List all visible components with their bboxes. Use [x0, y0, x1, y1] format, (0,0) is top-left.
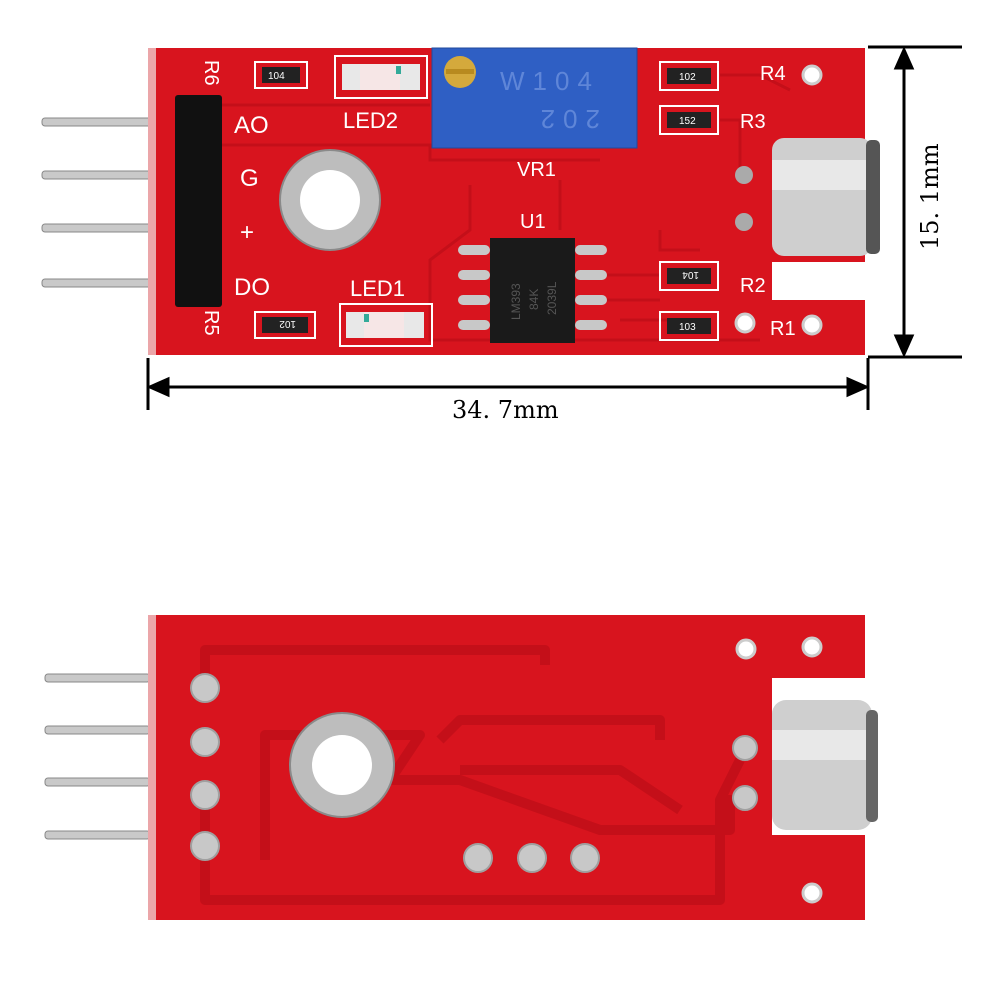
label-vr1: VR1 — [517, 159, 556, 181]
pot-marking-1: W104 — [500, 66, 600, 96]
chip-marking-3: 2039L — [545, 281, 559, 315]
pin-label-do: DO — [234, 274, 270, 301]
label-r5: R5 — [200, 310, 222, 336]
r2-code: 104 — [682, 269, 699, 280]
sensor-board-front: 104 102 102 152 104 103 W104 202 LM393 8… — [41, 47, 880, 355]
solder-pads — [190, 673, 758, 873]
pot-marking-2: 202 — [533, 104, 600, 134]
label-r2: R2 — [740, 275, 766, 297]
comparator-chip: LM393 84K 2039L — [458, 238, 607, 343]
header-pins-back — [44, 673, 151, 840]
mounting-hole — [279, 149, 381, 251]
r6-code: 104 — [268, 71, 285, 82]
microphone — [735, 138, 880, 256]
pin-label-ao: AO — [234, 112, 269, 139]
potentiometer: W104 202 — [431, 47, 638, 149]
chip-marking-1: LM393 — [509, 283, 523, 320]
height-label: 15. 1mm — [916, 143, 944, 250]
pin-header — [175, 95, 222, 307]
label-led2: LED2 — [343, 108, 398, 133]
r5-code: 102 — [279, 318, 296, 329]
label-u1: U1 — [520, 211, 546, 233]
led1 — [346, 312, 424, 338]
width-label: 34. 7mm — [452, 396, 559, 424]
resistors: 104 102 102 152 104 103 — [262, 67, 711, 334]
microphone-back — [772, 700, 878, 830]
chip-marking-2: 84K — [527, 289, 541, 310]
r1-code: 103 — [679, 322, 696, 333]
r3-code: 152 — [679, 116, 696, 127]
label-led1: LED1 — [350, 276, 405, 301]
r4-code: 102 — [679, 72, 696, 83]
pin-label-plus: + — [240, 219, 254, 246]
sensor-board-back — [44, 615, 878, 920]
label-r6: R6 — [200, 60, 222, 86]
pin-label-g: G — [240, 165, 259, 192]
mounting-hole-back — [289, 712, 395, 818]
label-r4: R4 — [760, 63, 786, 85]
dimension-height — [868, 45, 962, 359]
label-r3: R3 — [740, 111, 766, 133]
led2 — [342, 64, 420, 90]
dimension-width — [146, 358, 870, 410]
label-r1: R1 — [770, 318, 796, 340]
